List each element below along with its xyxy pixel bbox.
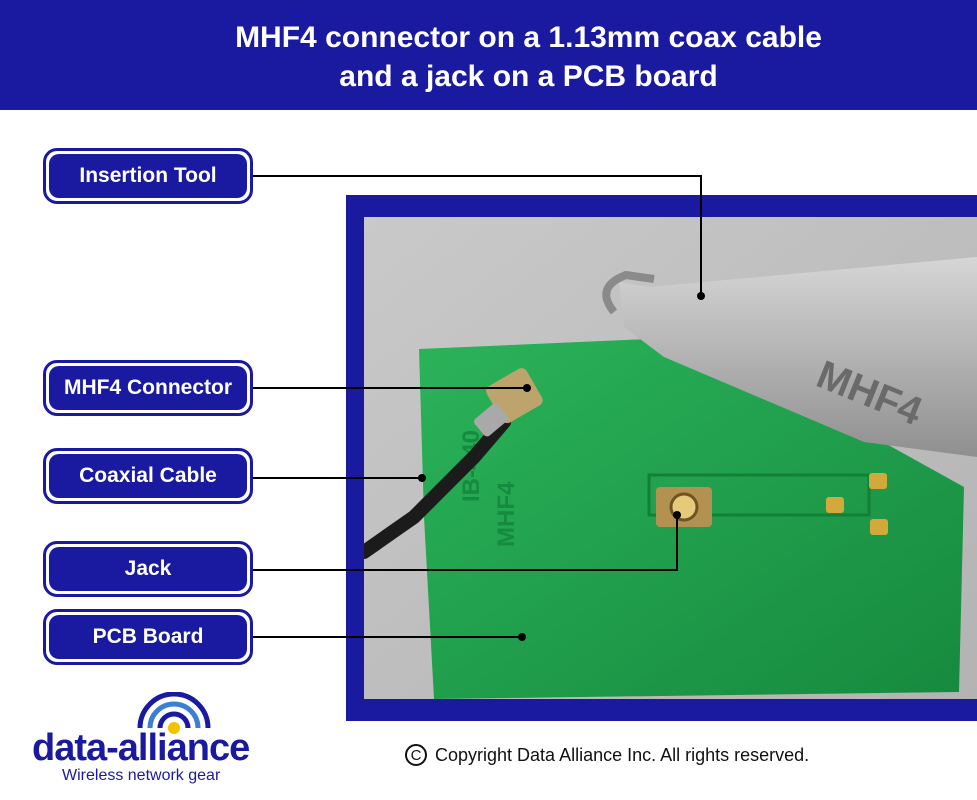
- leader-dot: [518, 633, 526, 641]
- label-text: Jack: [49, 547, 247, 591]
- header-banner: MHF4 connector on a 1.13mm coax cable an…: [0, 0, 977, 110]
- title-line-1: MHF4 connector on a 1.13mm coax cable: [235, 21, 822, 54]
- label-coaxial-cable: Coaxial Cable: [43, 448, 253, 504]
- copyright-text: Copyright Data Alliance Inc. All rights …: [435, 744, 810, 765]
- leader-dot: [673, 511, 681, 519]
- pcb-pad: [869, 473, 887, 489]
- label-jack: Jack: [43, 541, 253, 597]
- pcb-trace: [647, 473, 871, 517]
- pcb-pad: [826, 497, 844, 513]
- photo-frame: IB-440 MHF4 MHF4: [346, 195, 977, 721]
- label-pcb-board: PCB Board: [43, 609, 253, 665]
- leader-dot: [697, 292, 705, 300]
- wifi-logo-icon: [137, 692, 211, 734]
- logo-name: data-alliance: [32, 727, 250, 769]
- leader-jack: [253, 515, 678, 571]
- copyright-notice: C Copyright Data Alliance Inc. All right…: [405, 744, 809, 766]
- leader-dot: [418, 474, 426, 482]
- coax-cable-shape: [364, 415, 511, 559]
- label-text: MHF4 Connector: [49, 366, 247, 410]
- label-insertion-tool: Insertion Tool: [43, 148, 253, 204]
- leader-dot: [523, 384, 531, 392]
- photo-illustration: IB-440 MHF4 MHF4: [364, 217, 977, 699]
- label-mhf4-connector: MHF4 Connector: [43, 360, 253, 416]
- connector-photo: IB-440 MHF4 MHF4: [364, 217, 977, 699]
- copyright-icon: C: [405, 744, 427, 766]
- label-text: Insertion Tool: [49, 154, 247, 198]
- connector-crimp: [474, 403, 508, 437]
- insertion-tool-shape: [619, 257, 977, 457]
- title-line-2: and a jack on a PCB board: [339, 60, 718, 93]
- logo-tagline: Wireless network gear: [62, 767, 221, 784]
- leader-insertion-tool: [253, 175, 702, 296]
- insertion-tool-hook: [602, 270, 655, 315]
- label-text: Coaxial Cable: [49, 454, 247, 498]
- label-text: PCB Board: [49, 615, 247, 659]
- board-marking-2: MHF4: [493, 481, 520, 547]
- pcb-pad: [870, 519, 888, 535]
